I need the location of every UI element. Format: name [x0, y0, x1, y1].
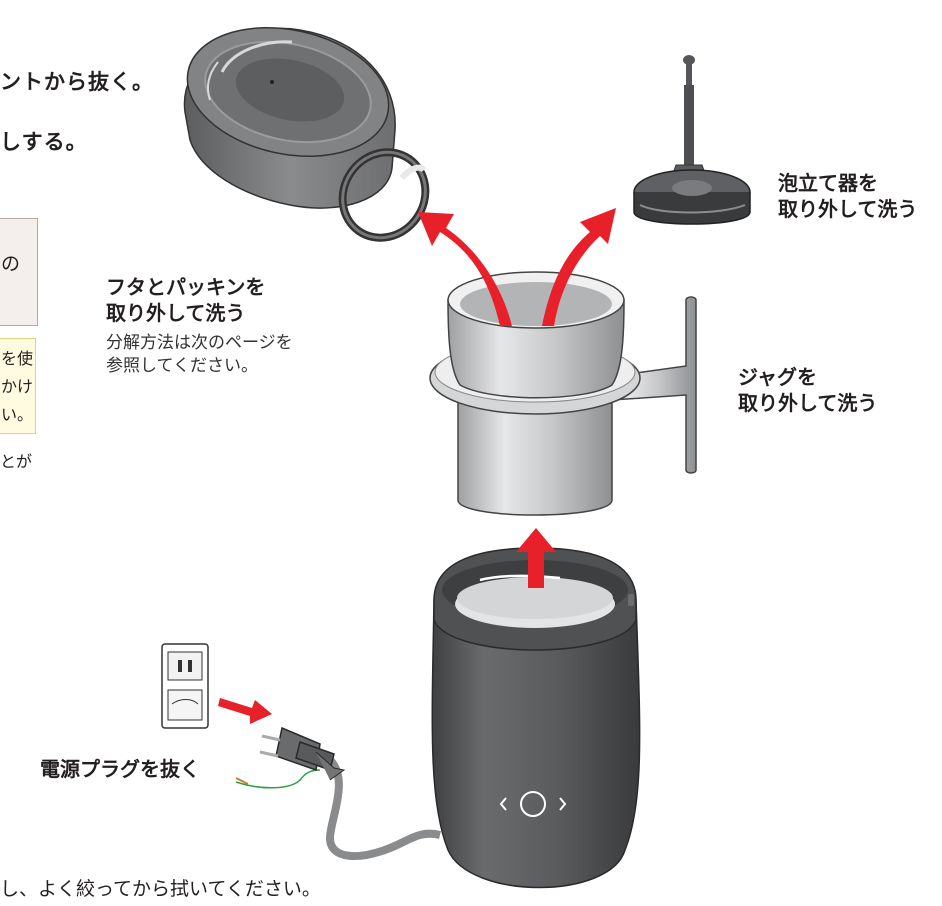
step-text-unplug: ントから抜く。 [0, 70, 154, 94]
extra-text: とが [0, 452, 33, 471]
warning-line-3: い。 [1, 405, 34, 424]
lid-illustration [183, 27, 396, 209]
jug-label-line1: ジャグを [738, 365, 817, 389]
bottom-instruction: し、よく絞ってから拭いてください。 [0, 878, 321, 900]
lid-label: フタとパッキンを 取り外して洗う 分解方法は次のページを 参照してください。 [106, 274, 293, 378]
jug-label-line2: 取り外して洗う [738, 391, 878, 415]
arrow-plug [218, 698, 272, 724]
warning-line-1: を使 [1, 349, 34, 368]
lid-label-line2: 取り外して洗う [106, 301, 246, 325]
base-illustration [431, 547, 641, 889]
jug-illustration [429, 271, 697, 516]
arrow-jug [516, 528, 556, 588]
arrow-lid [418, 212, 512, 326]
lid-label-sub1: 分解方法は次のページを [106, 333, 293, 353]
warning-box: を使 かけ い。 [0, 338, 36, 434]
whisk-label: 泡立て器を 取り外して洗う [778, 170, 917, 222]
power-cord [235, 757, 441, 860]
note-text: の [1, 253, 21, 275]
warning-line-2: かけ [1, 377, 34, 396]
arrow-whisk [542, 208, 616, 326]
step-text-wash: しする。 [0, 130, 88, 154]
plug-label: 電源プラグを抜く [40, 757, 200, 781]
outlet-illustration [161, 643, 209, 729]
plug-illustration [259, 726, 346, 781]
whisk-label-line2: 取り外して洗う [778, 197, 918, 221]
note-box: の [0, 218, 38, 326]
whisk-label-line1: 泡立て器を [778, 171, 878, 195]
lid-label-line1: フタとパッキンを [106, 275, 266, 299]
whisk-illustration [633, 55, 751, 225]
jug-label: ジャグを 取り外して洗う [738, 364, 877, 416]
gasket-illustration [338, 148, 430, 242]
lid-label-sub2: 参照してください。 [106, 356, 258, 376]
